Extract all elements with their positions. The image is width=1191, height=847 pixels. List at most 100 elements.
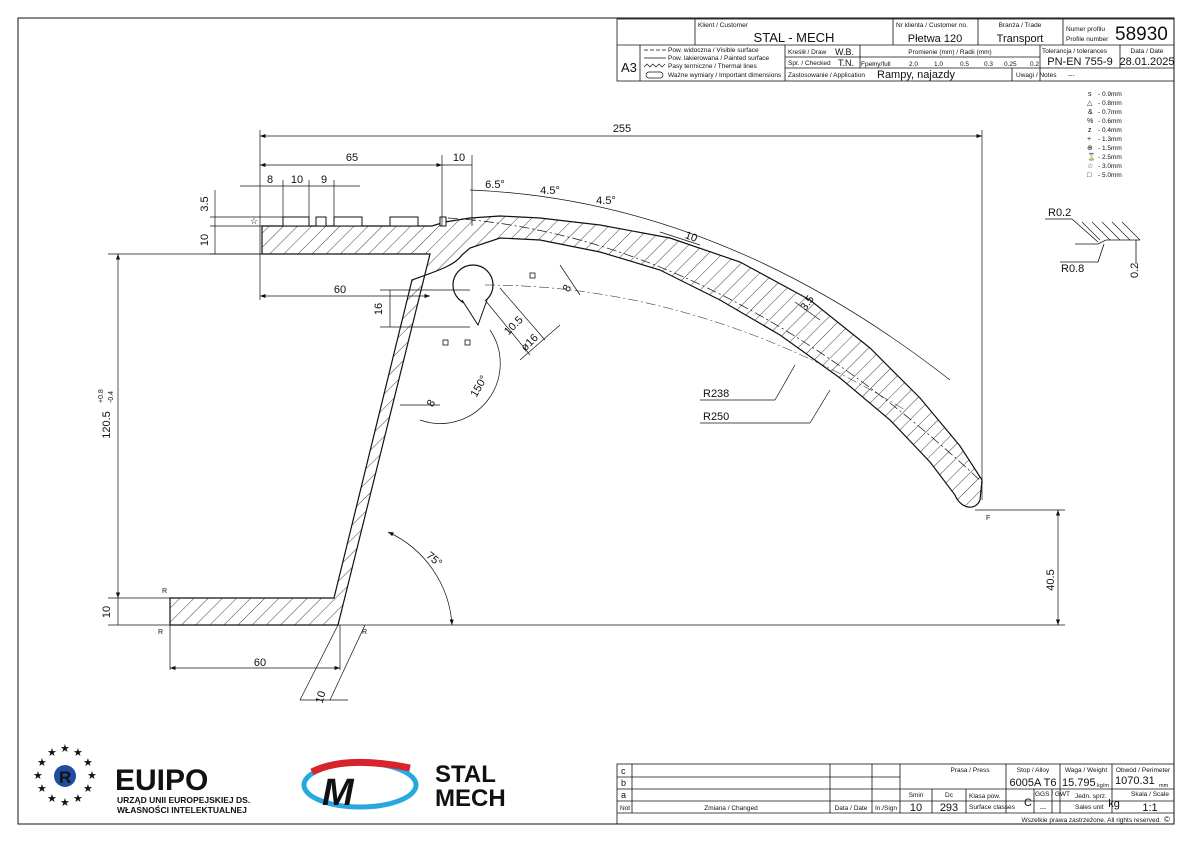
radius-value: 0.25: [1004, 61, 1017, 68]
title-block: [616, 18, 1175, 82]
svg-text:★: ★: [60, 743, 70, 755]
svg-text:★: ★: [83, 757, 93, 769]
eu-stars-icon: ★★★ ★★★ ★★★ ★★★: [33, 743, 97, 809]
perimeter-unit: mm: [1159, 783, 1169, 789]
radius-marker: R: [362, 629, 367, 636]
dim-60-top: 60: [334, 284, 346, 296]
scale-label: Skala / Scale: [1131, 791, 1169, 798]
customer-label: Klient / Customer: [698, 22, 749, 29]
dim-10-slant: 10: [314, 690, 329, 705]
dim-8: 8: [267, 174, 273, 186]
radii-first: Fpełny/full: [861, 61, 891, 68]
title-block-text: Klient / Customer STAL - MECH Nr klienta…: [621, 22, 1175, 81]
radius-238: R238: [703, 388, 729, 400]
angle-4-5-a: 4.5°: [540, 185, 560, 197]
euipo-line-2: WŁASNOŚCI INTELEKTUALNEJ: [117, 804, 247, 815]
dim-10-arc: 10: [683, 229, 699, 244]
star-marker-icon: ☆: [250, 216, 258, 226]
trade-value: Transport: [997, 33, 1044, 45]
revision-block: [616, 763, 1175, 825]
smin-value: 10: [910, 802, 922, 814]
thickness-item: - 1.5mm: [1098, 145, 1122, 152]
detail-depth: 0.2: [1129, 263, 1141, 278]
legend-important: Ważne wymiary / Important dimensions: [668, 72, 782, 79]
weight-unit: kg/m: [1097, 783, 1109, 789]
dim-120-5: 120.5: [101, 411, 113, 439]
date-label: Data / Date: [1131, 48, 1164, 55]
thickness-item: - 0.6mm: [1098, 118, 1122, 125]
angle-150: 150°: [469, 374, 491, 400]
radii-values: 2.0 1.0 0.5 0.3 0.25 0.2: [909, 61, 1039, 68]
dim-60-bottom: 60: [254, 657, 266, 669]
radius-value: 2.0: [909, 61, 918, 68]
dim-65: 65: [346, 152, 358, 164]
sales-unit-value: kg: [1108, 798, 1120, 810]
tolerance-label: Tolerancja / tolerances: [1042, 48, 1108, 55]
radii-label: Promienie (mm) / Radii (mm): [908, 49, 991, 56]
dim-16-dia: ø16: [519, 332, 541, 354]
sheet-frame: [17, 17, 1175, 825]
dim-10-top: 10: [453, 152, 465, 164]
legend-painted: Pow. lakierowana / Painted surface: [668, 55, 770, 62]
dim-16: 16: [373, 303, 385, 315]
svg-text:★: ★: [47, 793, 57, 805]
dim-255: 255: [613, 123, 631, 135]
mech-text: MECH: [435, 785, 506, 812]
svg-text:★: ★: [37, 783, 47, 795]
thickness-symbol-icon: ⊕: [1087, 145, 1093, 152]
change-label: Zmiana / Changed: [704, 805, 758, 812]
thickness-item: - 3.0mm: [1098, 163, 1122, 170]
thickness-item: - 0.8mm: [1098, 100, 1122, 107]
alloy-label: Stop / Alloy: [1017, 767, 1050, 774]
full-radius-marker: F: [986, 515, 990, 522]
profile-no-label-1: Numer profilu: [1066, 26, 1105, 33]
dim-10-bottom-left: 10: [101, 606, 113, 618]
dimension-lines: [108, 130, 1065, 701]
thickness-legend: - 0.9mm - 0.8mm - 0.7mm - 0.6mm - 0.4mm …: [1087, 91, 1122, 179]
svg-text:★: ★: [73, 793, 83, 805]
alloy-value: 6005A T6: [1010, 777, 1057, 789]
radius-value: 1.0: [934, 61, 943, 68]
dim-9: 9: [321, 174, 327, 186]
class-label-2: Surface classes: [969, 804, 1016, 811]
radius-value: 0.2: [1030, 61, 1039, 68]
dim-10-left: 10: [199, 234, 211, 246]
euipo-emblem-letter: R: [59, 768, 71, 787]
legend-lines: Pow. widoczna / Visible surface Pow. lak…: [643, 47, 782, 79]
dim-120-5-sup: +0.8: [98, 389, 105, 403]
thickness-symbol-icon: s: [1088, 91, 1092, 98]
dim-8-leg: 8: [425, 398, 438, 409]
svg-text:★: ★: [60, 797, 70, 809]
dim-40-5: 40.5: [1045, 569, 1057, 590]
client-no-value: Płetwa 120: [908, 33, 962, 45]
thickness-symbol-icon: □: [1087, 172, 1092, 179]
dc-label: Dc: [945, 792, 954, 799]
notes-value: ---: [1068, 72, 1075, 79]
perimeter-value: 1070.31: [1115, 775, 1155, 787]
application-value: Rampy, najazdy: [877, 69, 956, 81]
top-teeth: [282, 216, 447, 227]
thickness-symbol-icon: +: [1087, 136, 1091, 143]
thickness-symbol-icon: z: [1088, 127, 1092, 134]
thickness-symbol-icon: ⌛: [1087, 152, 1096, 161]
svg-text:★: ★: [87, 770, 97, 782]
profile-no-value: 58930: [1115, 24, 1168, 45]
rev-date-label: Data / Date: [835, 805, 868, 812]
thickness-item: - 0.9mm: [1098, 91, 1122, 98]
sign-label: In./Sign: [875, 805, 897, 812]
sales-unit-label-1: Jedn. sprz.: [1075, 793, 1107, 800]
legend-thermal: Pasy termiczne / Thermal lines: [668, 63, 757, 70]
sheet-size: A3: [621, 60, 637, 75]
draw-value: W.B.: [835, 47, 854, 57]
revision-row: b: [621, 778, 626, 788]
euipo-emblem: [54, 765, 76, 787]
thickness-item: - 2.5mm: [1098, 154, 1122, 161]
svg-text:★: ★: [33, 770, 43, 782]
detail-view: [1045, 218, 1141, 264]
thickness-item: - 5.0mm: [1098, 172, 1122, 179]
revision-row: a: [621, 790, 626, 800]
gwt-value: ---: [1040, 805, 1047, 812]
dim-3-5-left: 3.5: [199, 196, 211, 211]
gwt-label: GGS / GWT: [1035, 791, 1070, 798]
